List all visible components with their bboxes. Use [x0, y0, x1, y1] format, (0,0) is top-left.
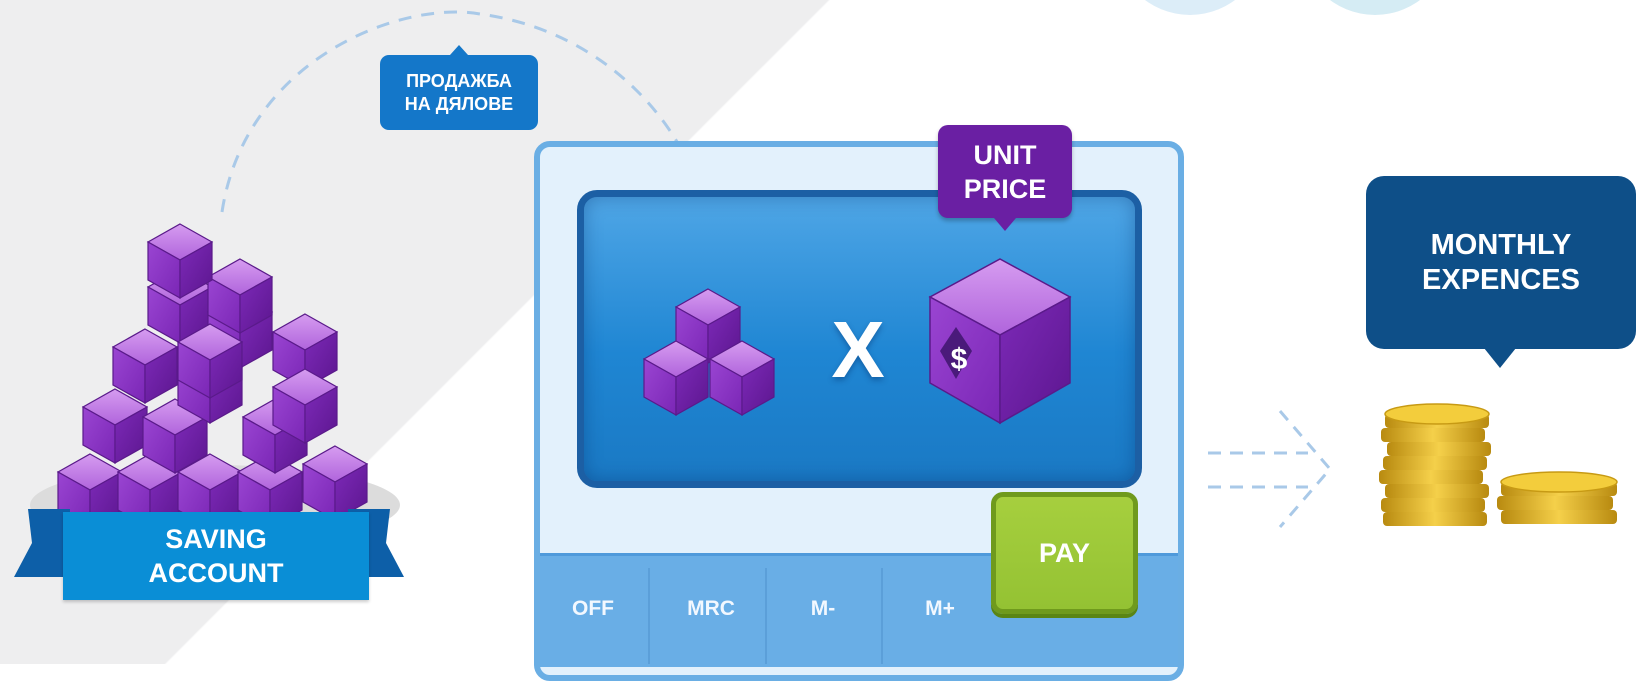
- sale-of-shares-tag: ПРОДАЖБА НА ДЯЛОВЕ: [380, 45, 538, 130]
- key-off[interactable]: OFF: [572, 596, 614, 620]
- multiply-sign: X: [831, 305, 885, 394]
- saving-account-line2: ACCOUNT: [148, 558, 284, 588]
- key-divider: [765, 568, 767, 664]
- monthly-expences-line1: MONTHLY: [1430, 228, 1572, 261]
- saving-account-line1: SAVING: [165, 524, 267, 554]
- decorative-circles: [1145, 0, 1420, 15]
- sale-tag-line2: НА ДЯЛОВЕ: [404, 93, 514, 114]
- price-cube-icon: [928, 258, 1072, 425]
- flow-arrow: [1208, 410, 1332, 528]
- three-cubes-icon: [643, 288, 775, 416]
- unit-price-line2: PRICE: [963, 173, 1047, 204]
- monthly-expences-callout: MONTHLY EXPENCES: [1366, 176, 1636, 368]
- saving-account-banner: SAVING ACCOUNT: [63, 512, 369, 600]
- unit-price-callout: UNIT PRICE: [938, 125, 1072, 231]
- unit-price-line1: UNIT: [973, 139, 1037, 170]
- key-mrc[interactable]: MRC: [687, 596, 735, 620]
- sale-tag-line1: ПРОДАЖБА: [406, 70, 512, 91]
- dollar-icon: $: [950, 343, 968, 376]
- key-m-plus[interactable]: M+: [925, 596, 955, 620]
- key-divider: [648, 568, 650, 664]
- monthly-expences-line2: EXPENCES: [1422, 263, 1580, 296]
- key-m-minus[interactable]: M-: [810, 596, 836, 620]
- coins-icon: [1379, 403, 1618, 526]
- key-divider: [881, 568, 883, 664]
- pay-button[interactable]: PAY: [991, 492, 1138, 614]
